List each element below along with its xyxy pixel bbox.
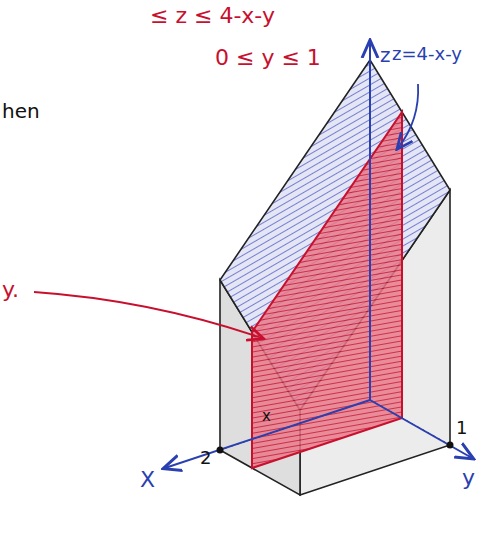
leader-line [398,84,418,148]
inequality-text: 0 ≤ y ≤ 1 [215,46,321,70]
note-text: hen [2,100,40,122]
surface-label: z=4-x-y [392,44,462,64]
z-axis [369,42,371,400]
inequality-text: ≤ z ≤ 4-x-y [150,4,275,28]
axis-label: x [262,408,271,425]
note-text: y. [2,278,19,302]
axis-label: y [462,466,475,490]
dimension-number: 1 [456,418,467,438]
y-axis [370,400,472,458]
point-dot [217,447,224,454]
axis-label: X [140,468,155,492]
axis-label: z [380,44,391,66]
dimension-number: 2 [200,448,211,468]
x-axis [165,400,370,468]
point-dot [447,442,454,449]
leader-line [34,292,262,338]
